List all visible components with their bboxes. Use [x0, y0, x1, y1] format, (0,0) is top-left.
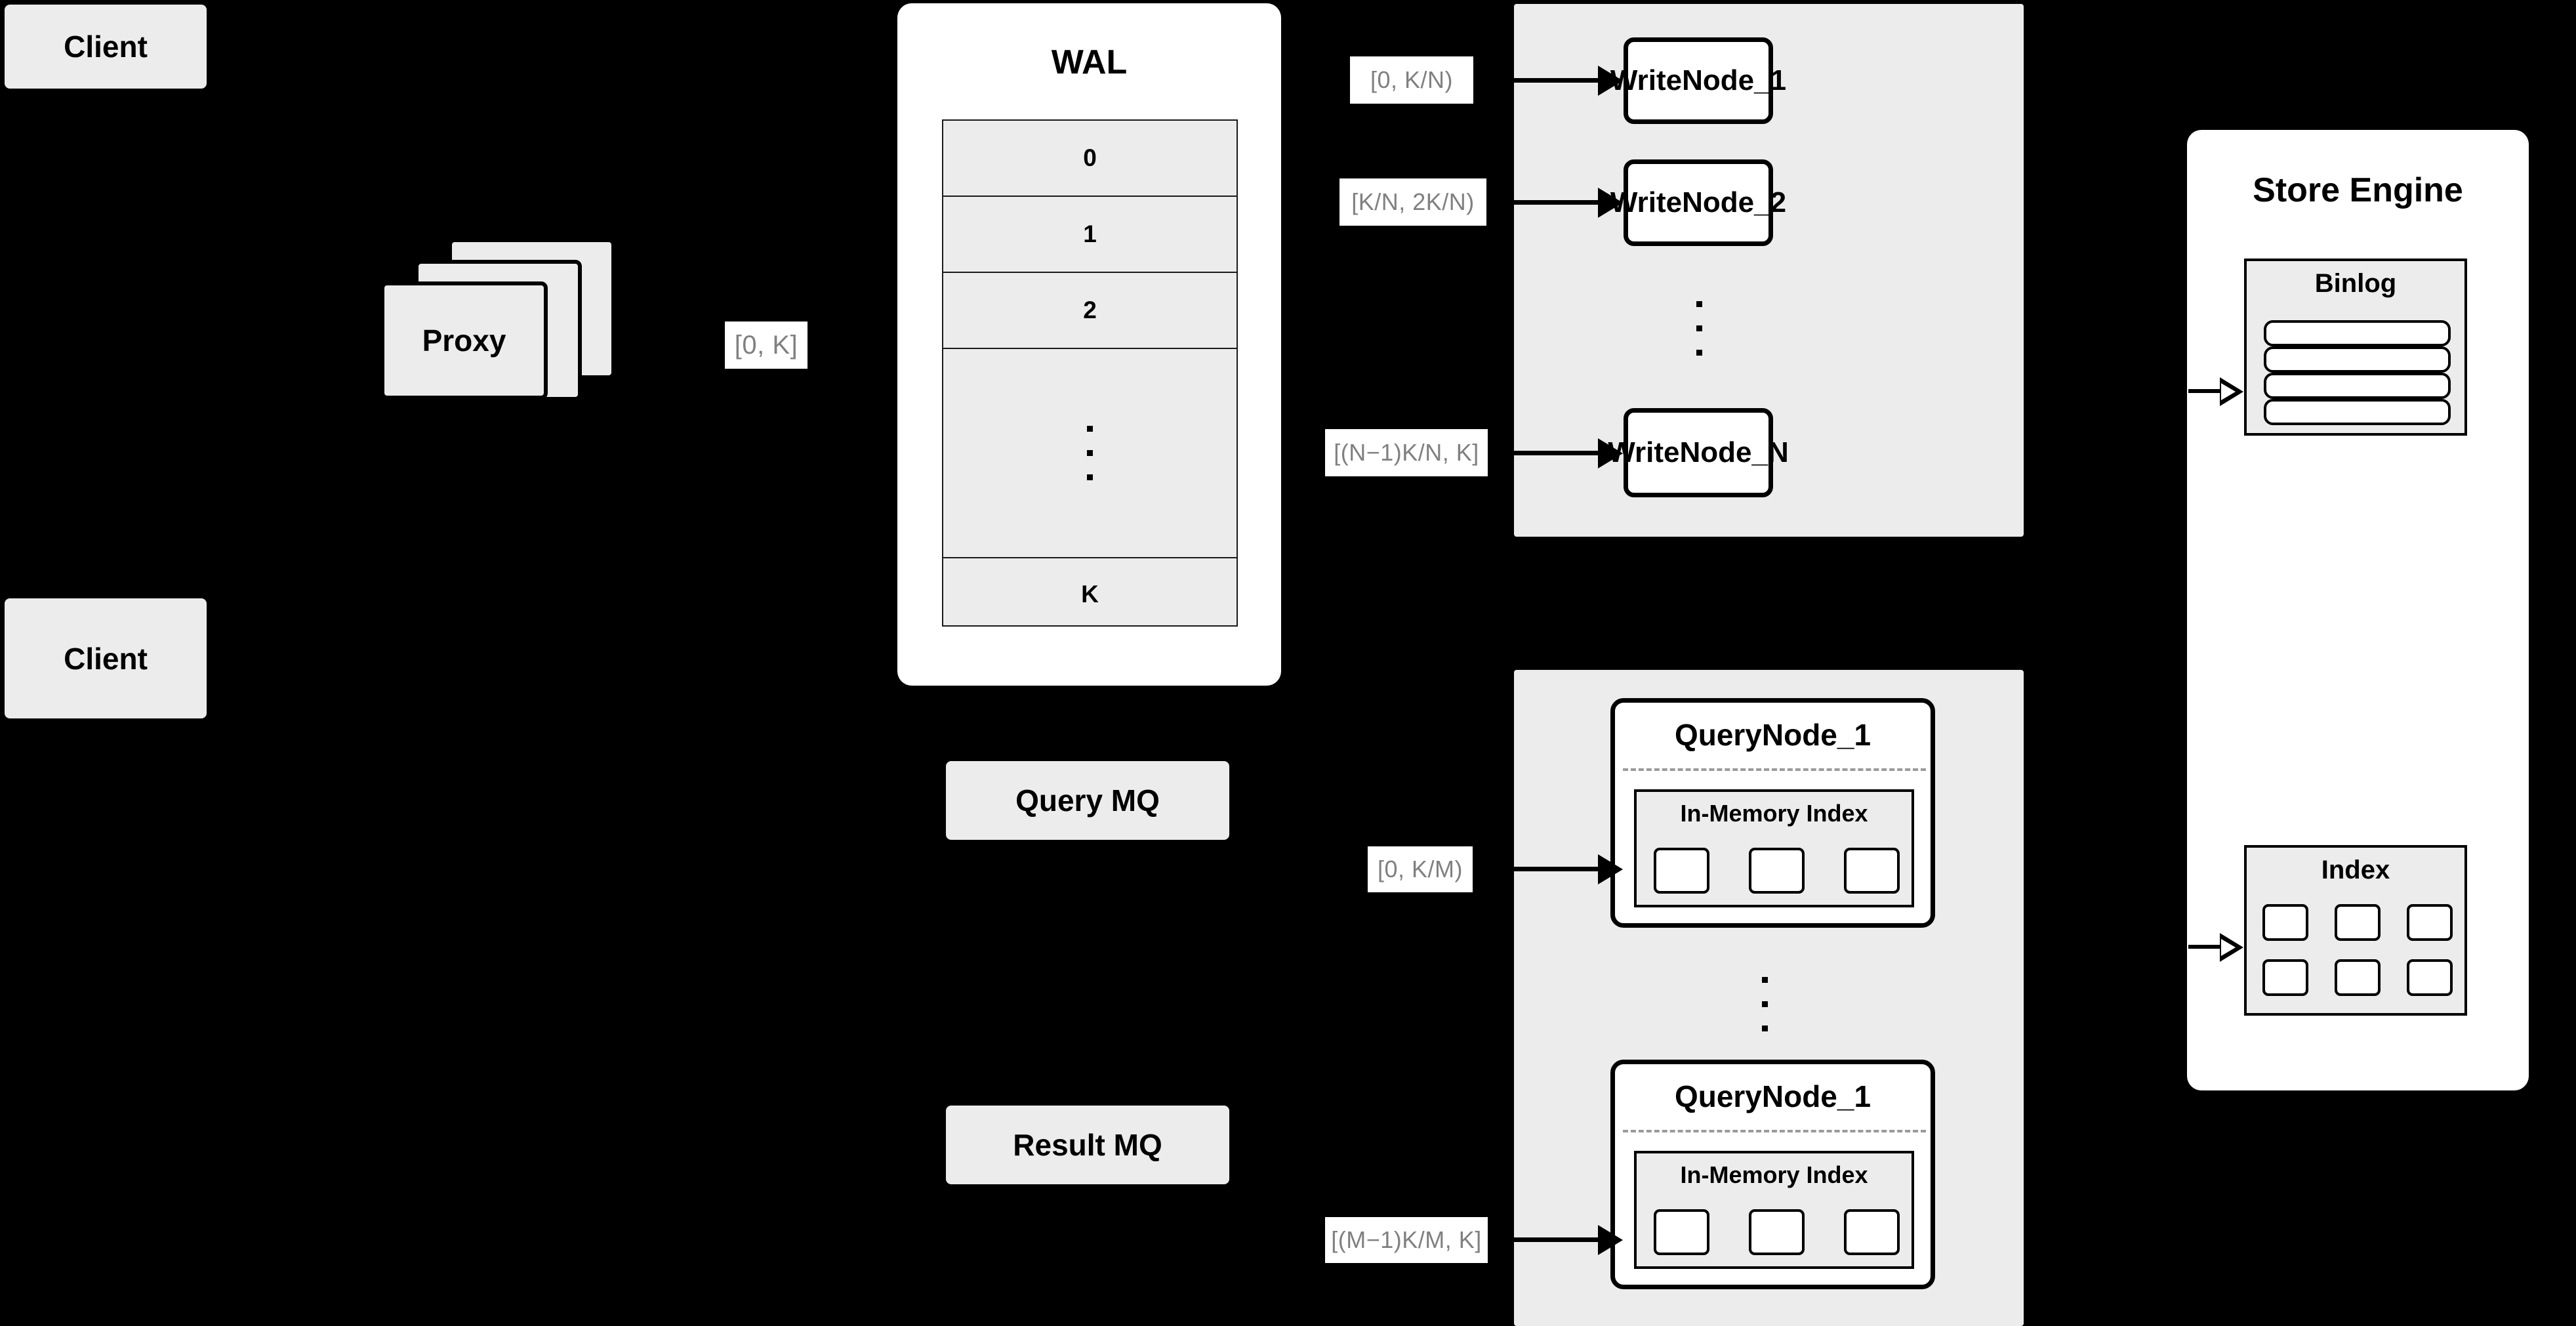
client-box-2[interactable]: Client — [5, 598, 207, 718]
binlog-title: Binlog — [2314, 269, 2397, 298]
arrow-to-binlog — [2188, 377, 2260, 406]
proxy-stack[interactable]: Proxy — [380, 217, 663, 426]
query-node-1[interactable]: QueryNode_1 In-Memory Index — [1610, 698, 1935, 928]
proxy-range-label: [0, K] — [725, 321, 808, 369]
index-slot — [2407, 904, 2453, 941]
result-mq-box[interactable]: Result MQ — [946, 1106, 1229, 1184]
index-slot — [2407, 959, 2453, 996]
store-engine-panel: Store Engine Binlog Index — [2187, 130, 2529, 1090]
client-label: Client — [64, 641, 148, 676]
wal-title: WAL — [1051, 43, 1128, 81]
store-engine-title: Store Engine — [2253, 171, 2463, 209]
in-memory-index-title: In-Memory Index — [1680, 1161, 1868, 1188]
query-node-1-title: QueryNode_1 — [1674, 718, 1871, 752]
wal-cell: 2 — [943, 273, 1237, 349]
write-node-1[interactable]: WriteNode_1 — [1610, 37, 1786, 124]
wal-table: 0 1 2 K — [942, 119, 1238, 627]
write-node-2[interactable]: WriteNode_2 — [1610, 159, 1786, 246]
proxy-label: Proxy — [422, 323, 506, 358]
proxy-card-front[interactable]: Proxy — [380, 281, 548, 400]
query-node-1-inmemory-index: In-Memory Index — [1634, 789, 1914, 907]
query-node-1-divider — [1623, 768, 1926, 771]
arrow-to-query-node-2 — [1493, 1225, 1624, 1255]
index-title: Index — [2321, 856, 2390, 884]
binlog-block: Binlog — [2244, 259, 2467, 436]
index-slot — [2262, 959, 2308, 996]
client-label: Client — [64, 30, 148, 64]
query-node-1-range-label: [0, K/M) — [1368, 846, 1473, 892]
arrow-to-query-node-1 — [1493, 854, 1624, 884]
index-block: Index — [2244, 845, 2467, 1016]
client-box-1[interactable]: Client — [5, 5, 207, 89]
query-mq-box[interactable]: Query MQ — [946, 761, 1229, 840]
write-node-1-range-label: [0, K/N) — [1350, 56, 1473, 104]
write-node-2-range-label: [K/N, 2K/N) — [1339, 178, 1486, 226]
binlog-bar — [2264, 373, 2451, 399]
binlog-bar — [2264, 320, 2451, 346]
query-node-2-range-label: [(M−1)K/M, K] — [1325, 1217, 1488, 1263]
index-slot — [1749, 848, 1805, 894]
index-slot — [1749, 1209, 1805, 1255]
in-memory-index-title: In-Memory Index — [1680, 800, 1868, 827]
binlog-bar — [2264, 346, 2451, 373]
arrow-to-write-node-1 — [1493, 66, 1624, 96]
index-slot — [1654, 1209, 1709, 1255]
query-node-2-divider — [1623, 1130, 1926, 1132]
wal-cell: K — [1081, 581, 1099, 608]
arrow-to-index — [2188, 933, 2260, 962]
query-cluster-ellipsis — [1742, 938, 1788, 1069]
query-node-2[interactable]: QueryNode_1 In-Memory Index — [1610, 1060, 1935, 1289]
query-node-2-inmemory-index: In-Memory Index — [1634, 1151, 1914, 1269]
index-slot — [2335, 904, 2381, 941]
index-slot — [2335, 959, 2381, 996]
write-cluster-ellipsis — [1676, 266, 1722, 390]
binlog-bar — [2264, 399, 2451, 425]
wal-cell: 0 — [943, 121, 1237, 197]
arrow-to-write-node-n — [1493, 438, 1624, 468]
wal-cell-ellipsis — [943, 349, 1237, 558]
index-slot — [1654, 848, 1709, 894]
wal-panel: WAL 0 1 2 K — [897, 3, 1281, 686]
write-node-n[interactable]: WriteNode_N — [1608, 408, 1789, 497]
write-node-n-range-label: [(N−1)K/N, K] — [1325, 429, 1488, 476]
query-node-2-title: QueryNode_1 — [1674, 1079, 1871, 1113]
arrow-to-write-node-2 — [1493, 188, 1624, 218]
index-slot — [1844, 1209, 1900, 1255]
index-slot — [2262, 904, 2308, 941]
wal-cell: 1 — [943, 197, 1237, 273]
index-slot — [1844, 848, 1900, 894]
